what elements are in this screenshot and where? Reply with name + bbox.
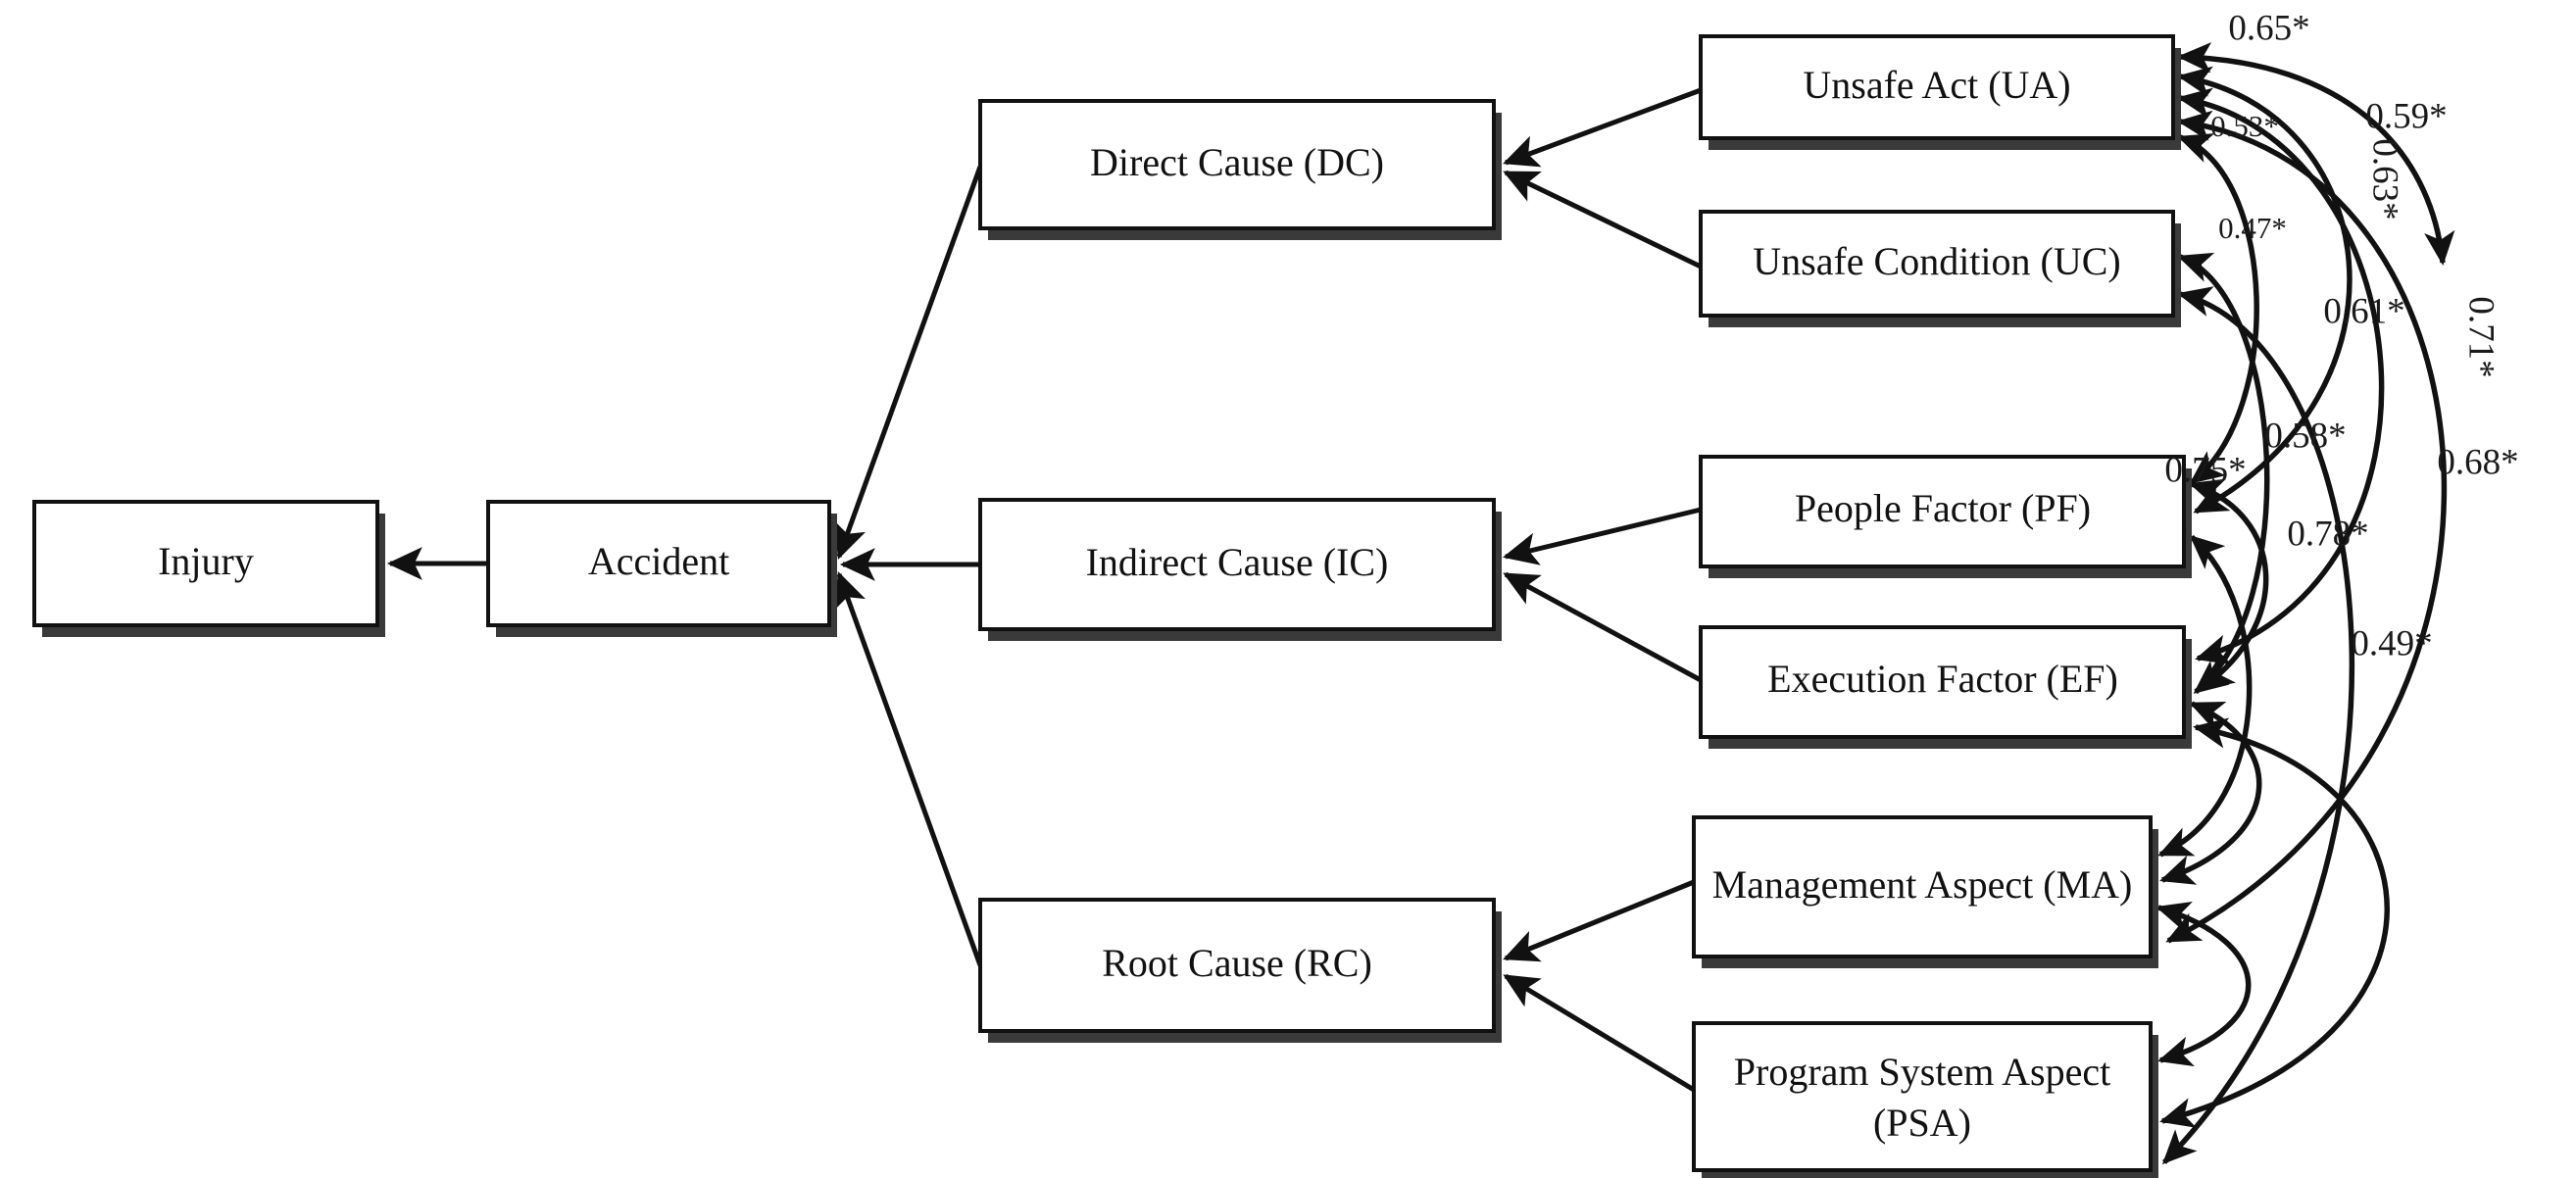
corr-curve-ua-pf: [2177, 66, 2353, 515]
corr-curve-ua-ma: [2165, 110, 2447, 944]
node-injury[interactable]: Injury: [32, 500, 385, 637]
coef-label-pf-ma: 0.75*: [2164, 450, 2246, 490]
corr-curve-pf-ef: [2189, 478, 2269, 691]
coef-label-uc-psa: 0.49*: [2351, 623, 2432, 663]
node-label-direct-cause: Direct Cause (DC): [1090, 140, 1384, 184]
node-program-system-aspect[interactable]: Program System Aspect (PSA): [1692, 1021, 2158, 1178]
node-label-people-factor: People Factor (PF): [1795, 486, 2091, 530]
node-label-accident: Accident: [588, 539, 729, 583]
node-label-injury: Injury: [158, 539, 254, 583]
node-direct-cause[interactable]: Direct Cause (DC): [978, 99, 1502, 240]
node-label-unsafe-act: Unsafe Act (UA): [1803, 63, 2070, 107]
node-indirect-cause[interactable]: Indirect Cause (IC): [978, 498, 1502, 641]
node-accident[interactable]: Accident: [486, 500, 837, 637]
coef-label-uc-pf: 0.53*: [2210, 109, 2279, 143]
coef-label-pf-ef: 0.61*: [2323, 291, 2404, 331]
node-label-execution-factor: Execution Factor (EF): [1767, 657, 2118, 701]
coef-label-ef-psa: 0.68*: [2437, 442, 2518, 482]
flow-edges-group: [386, 87, 1703, 1093]
node-label-program-system-aspect-line1: Program System Aspect: [1734, 1050, 2110, 1094]
corr-curve-ua-ef: [2177, 87, 2385, 665]
node-label-root-cause: Root Cause (RC): [1102, 941, 1372, 985]
nodes-group: Injury Accident Direct Cause (DC) Indire…: [32, 34, 2192, 1178]
coef-label-ma-psa: 0.78*: [2287, 514, 2368, 554]
node-root-cause[interactable]: Root Cause (RC): [978, 898, 1502, 1043]
node-people-factor[interactable]: People Factor (PF): [1699, 455, 2192, 578]
node-management-aspect[interactable]: Management Aspect (MA): [1692, 815, 2158, 968]
flow-edge-dc-to-accident: [834, 166, 983, 560]
flow-edge-uc-to-dc: [1503, 170, 1703, 270]
corr-curve-ma-psa: [2155, 902, 2252, 1067]
coef-label-ua-ma: 0.71*: [2461, 296, 2502, 377]
node-label-indirect-cause: Indirect Cause (IC): [1086, 540, 1389, 584]
corr-curve-ef-psa: [2159, 717, 2390, 1128]
flow-edge-psa-to-rc: [1503, 973, 1696, 1093]
flow-edge-ua-to-dc: [1503, 87, 1702, 168]
coef-label-uc-ef: 0.47*: [2218, 211, 2287, 245]
node-execution-factor[interactable]: Execution Factor (EF): [1699, 625, 2192, 749]
node-unsafe-act[interactable]: Unsafe Act (UA): [1699, 34, 2181, 150]
coefficient-labels-group: 0.65* 0.53* 0.59* 0.63* 0.47* 0.71* 0.61…: [2164, 8, 2518, 663]
node-label-unsafe-condition: Unsafe Condition (UC): [1753, 239, 2121, 283]
coef-label-ua-ef: 0.63*: [2365, 138, 2405, 220]
flow-edge-pf-to-ic: [1502, 507, 1702, 565]
node-unsafe-condition[interactable]: Unsafe Condition (UC): [1699, 210, 2181, 327]
flow-edge-ma-to-rc: [1503, 879, 1695, 962]
flow-edge-ef-to-ic: [1503, 571, 1703, 683]
corr-curve-ua-uc: [2176, 42, 2455, 267]
coef-label-ua-uc: 0.65*: [2228, 8, 2309, 48]
coef-label-ef-ma: 0.58*: [2264, 416, 2346, 456]
node-label-management-aspect: Management Aspect (MA): [1712, 862, 2133, 907]
corr-curve-uc-psa: [2161, 286, 2355, 1165]
correlation-curves-group: [2155, 42, 2455, 1165]
coef-label-ua-pf: 0.59*: [2365, 96, 2447, 136]
node-label-program-system-aspect-line2: (PSA): [1873, 1101, 1971, 1145]
flow-edge-rc-to-accident: [834, 571, 983, 966]
